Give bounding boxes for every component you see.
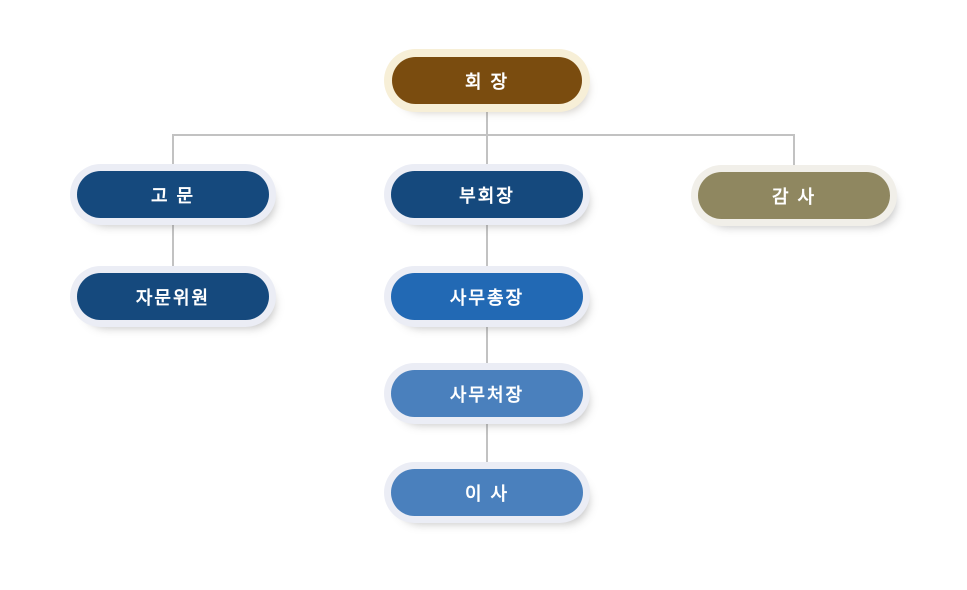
connector-chairman-down (486, 106, 488, 136)
connector-secretary-office (486, 320, 488, 372)
node-advisory-committee-label: 자문위원 (135, 287, 211, 308)
node-auditor: 감 사 (698, 172, 890, 219)
node-chairman-label: 회 장 (464, 71, 510, 92)
connector-drop-vice-chairman (486, 134, 488, 173)
node-secretary-general: 사무총장 (391, 273, 583, 320)
node-vice-chairman: 부회장 (391, 171, 583, 218)
node-secretary-general-label: 사무총장 (449, 287, 525, 308)
node-advisor: 고 문 (77, 171, 269, 218)
node-vice-chairman-label: 부회장 (459, 185, 515, 206)
connector-branch-horizontal (172, 134, 795, 136)
node-chairman: 회 장 (392, 57, 582, 104)
node-office-director-label: 사무처장 (449, 384, 525, 405)
connector-vice-secretary (486, 218, 488, 275)
connector-office-director-child (486, 416, 488, 471)
node-office-director: 사무처장 (391, 370, 583, 417)
connector-drop-advisor (172, 134, 174, 173)
connector-advisor-committee (172, 218, 174, 275)
node-advisory-committee: 자문위원 (77, 273, 269, 320)
node-advisor-label: 고 문 (150, 185, 196, 206)
node-director-label: 이 사 (464, 483, 510, 504)
node-director: 이 사 (391, 469, 583, 516)
connector-drop-auditor (793, 134, 795, 174)
node-auditor-label: 감 사 (771, 186, 817, 207)
